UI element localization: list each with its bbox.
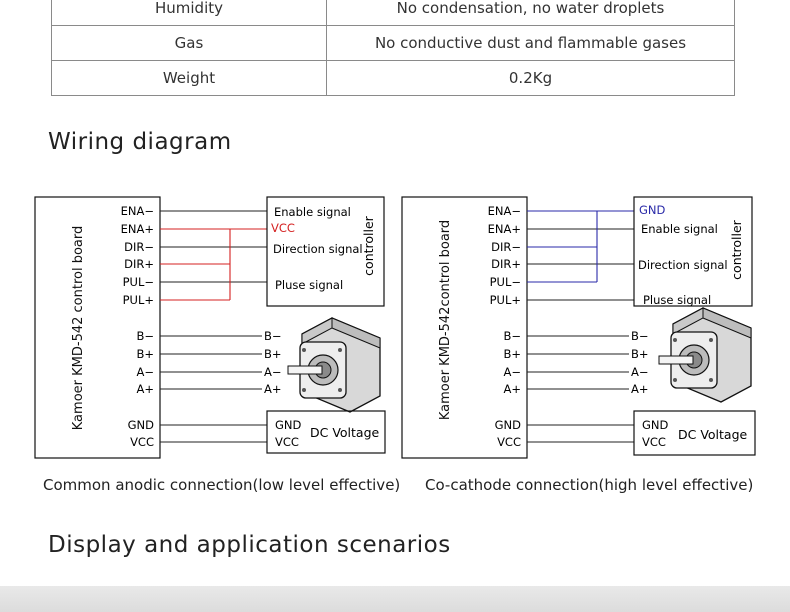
driver-board-label: Kamoer KMD-542control board bbox=[438, 220, 453, 420]
driver-board-label: Kamoer KMD-542 control board bbox=[71, 226, 86, 430]
dc-voltage-box bbox=[633, 410, 756, 456]
power-gnd-label: GND bbox=[275, 418, 302, 432]
pin-ena-minus-label: ENA− bbox=[121, 204, 154, 218]
driver-board-box bbox=[401, 196, 528, 459]
spec-value: 0.2Kg bbox=[326, 60, 735, 96]
pin-ena-plus-label: ENA+ bbox=[121, 222, 154, 236]
controller-box bbox=[633, 196, 753, 307]
stepper-motor-icon bbox=[658, 307, 752, 403]
motor-a-plus-label: A+ bbox=[631, 382, 649, 396]
motor-a-minus-label: A− bbox=[264, 365, 282, 379]
pin-dir-minus-label: DIR− bbox=[124, 240, 154, 254]
enable-signal-label: Enable signal bbox=[641, 222, 718, 236]
controller-label: controller bbox=[729, 219, 744, 279]
spec-value: No conductive dust and flammable gases bbox=[326, 25, 735, 61]
motor-b-minus-label: B− bbox=[631, 329, 649, 343]
spec-table: Humidity No condensation, no water dropl… bbox=[51, 0, 735, 96]
direction-signal-label: Direction signal bbox=[273, 242, 363, 256]
pin-a-plus-label: A+ bbox=[503, 382, 521, 396]
pin-a-minus-label: A− bbox=[503, 365, 521, 379]
stepper-motor-icon bbox=[287, 317, 381, 413]
pin-a-plus-label: A+ bbox=[136, 382, 154, 396]
gnd-common-label: GND bbox=[639, 203, 666, 217]
direction-signal-label: Direction signal bbox=[638, 258, 728, 272]
common-anode-diagram: Kamoer KMD-542 control board ENA− ENA+ D… bbox=[34, 196, 386, 459]
pin-b-minus-label: B− bbox=[503, 329, 521, 343]
section-title-display: Display and application scenarios bbox=[48, 532, 451, 558]
pin-a-minus-label: A− bbox=[136, 365, 154, 379]
product-photo-strip bbox=[0, 586, 790, 612]
controller-box bbox=[266, 196, 385, 307]
common-cathode-diagram: Kamoer KMD-542control board ENA− ENA+ DI… bbox=[401, 196, 756, 459]
power-vcc-label: VCC bbox=[275, 435, 299, 449]
spec-key: Humidity bbox=[51, 0, 327, 26]
pin-vcc-label: VCC bbox=[130, 435, 154, 449]
pulse-signal-label: Pluse signal bbox=[643, 293, 711, 307]
spec-key: Weight bbox=[51, 60, 327, 96]
power-gnd-label: GND bbox=[642, 418, 669, 432]
pin-pul-plus-label: PUL+ bbox=[123, 293, 154, 307]
vcc-common-label: VCC bbox=[271, 221, 295, 235]
dc-voltage-label: DC Voltage bbox=[310, 425, 380, 440]
motor-b-minus-label: B− bbox=[264, 329, 282, 343]
caption-common-cathode: Co-cathode connection(high level effecti… bbox=[425, 476, 754, 494]
spec-key: Gas bbox=[51, 25, 327, 61]
table-row: Gas No conductive dust and flammable gas… bbox=[51, 25, 735, 61]
pin-ena-minus-label: ENA− bbox=[488, 204, 521, 218]
pin-vcc-label: VCC bbox=[497, 435, 521, 449]
spec-value: No condensation, no water droplets bbox=[326, 0, 735, 26]
pin-pul-minus-label: PUL− bbox=[123, 275, 154, 289]
pin-dir-plus-label: DIR+ bbox=[124, 257, 154, 271]
pulse-signal-label: Pluse signal bbox=[275, 278, 343, 292]
table-row: Humidity No condensation, no water dropl… bbox=[51, 0, 735, 26]
motor-a-minus-label: A− bbox=[631, 365, 649, 379]
section-title-wiring: Wiring diagram bbox=[48, 129, 232, 155]
pin-dir-plus-label: DIR+ bbox=[491, 257, 521, 271]
dc-voltage-box bbox=[266, 410, 386, 454]
motor-b-plus-label: B+ bbox=[264, 347, 282, 361]
controller-label: controller bbox=[361, 215, 376, 275]
wiring-diagram: Kamoer KMD-542 control board ENA− ENA+ D… bbox=[34, 196, 756, 459]
pin-gnd-label: GND bbox=[495, 418, 522, 432]
caption-common-anode: Common anodic connection(low level effec… bbox=[43, 476, 401, 494]
pin-dir-minus-label: DIR− bbox=[491, 240, 521, 254]
pin-pul-plus-label: PUL+ bbox=[490, 293, 521, 307]
driver-board-box bbox=[34, 196, 161, 459]
motor-b-plus-label: B+ bbox=[631, 347, 649, 361]
pin-b-minus-label: B− bbox=[136, 329, 154, 343]
motor-a-plus-label: A+ bbox=[264, 382, 282, 396]
dc-voltage-label: DC Voltage bbox=[678, 427, 748, 442]
pin-ena-plus-label: ENA+ bbox=[488, 222, 521, 236]
pin-b-plus-label: B+ bbox=[503, 347, 521, 361]
pin-pul-minus-label: PUL− bbox=[490, 275, 521, 289]
table-row: Weight 0.2Kg bbox=[51, 60, 735, 96]
power-vcc-label: VCC bbox=[642, 435, 666, 449]
enable-signal-label: Enable signal bbox=[274, 205, 351, 219]
pin-gnd-label: GND bbox=[128, 418, 155, 432]
pin-b-plus-label: B+ bbox=[136, 347, 154, 361]
